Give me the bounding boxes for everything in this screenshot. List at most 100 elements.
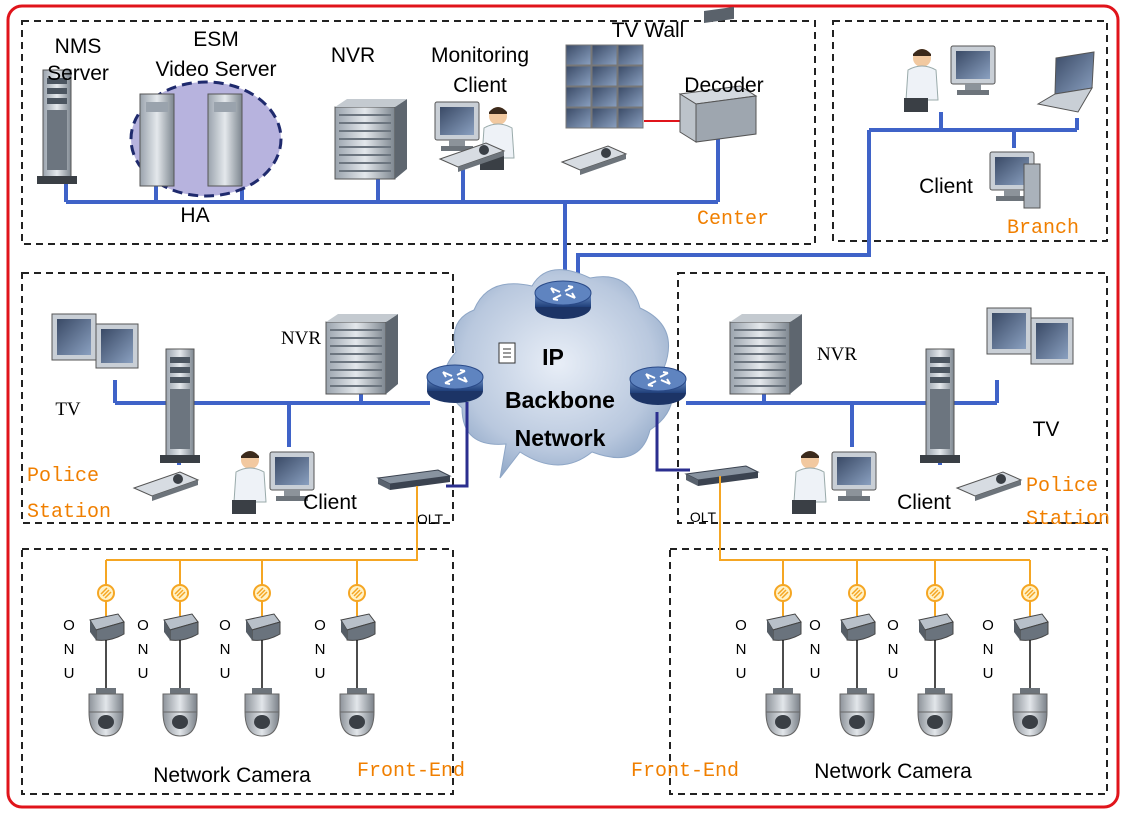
police-right-tv-label: TV [1033,418,1060,441]
onu-letter: U [810,665,821,682]
onu-device [918,613,954,641]
optical-splitter-icon [1021,584,1039,602]
monitoring-client [434,101,515,173]
onu-device [1013,613,1049,641]
police-right-nvr [729,313,803,395]
olt-left [377,469,451,491]
onu-camera-unit: ONU [219,584,281,737]
onu-letter: N [64,641,75,658]
optical-splitter-icon [171,584,189,602]
onu-letter: O [809,617,821,634]
onu-letter: N [810,641,821,658]
center-nvr [334,98,408,180]
decoder [678,6,758,143]
frontend-right-caption: Network Camera [814,760,972,783]
onu-camera-unit: ONU [735,584,802,737]
police-right-decoder [919,348,961,464]
onu-device [245,613,281,641]
network-camera-icon [88,687,124,737]
onu-letter: N [736,641,747,658]
frontend-right-fiber [719,476,1031,585]
branch-desktop [989,151,1041,209]
network-camera-icon [162,687,198,737]
optical-splitter-icon [848,584,866,602]
police-right-tv [986,307,1074,365]
onu-letter: U [736,665,747,682]
police-left-nvr [325,313,399,395]
onu-device [340,613,376,641]
onu-letter: U [888,665,899,682]
police-left-keyboard [133,471,199,502]
police-left-tv-label: TV [55,399,81,420]
olt-right-label: OLT [690,509,717,525]
onu-camera-unit: ONU [887,584,954,737]
frontend-left-zone-label: Front-End [357,760,465,783]
outer-border [6,4,1120,809]
onu-letter: U [220,665,231,682]
branch-client-label: Client [919,175,973,198]
police-right-client-label: Client [897,491,951,514]
onu-letter: O [735,617,747,634]
onu-letter: N [983,641,994,658]
onu-letter: N [315,641,326,658]
olt-right [685,465,759,487]
onu-device [766,613,802,641]
onu-letter: U [138,665,149,682]
network-camera-icon [765,687,801,737]
network-camera-icon [339,687,375,737]
tv-wall-label: TV Wall [612,19,685,42]
police-left-tv [51,313,139,369]
onu-camera-unit: ONU [63,584,125,737]
tv-wall [565,44,644,129]
onu-letter: O [137,617,149,634]
router-right [629,366,687,406]
onu-letter: N [138,641,149,658]
zone-center [21,20,816,245]
router-left [426,364,484,404]
branch-laptop [1036,51,1095,113]
network-camera-icon [244,687,280,737]
frontend-right-zone-label: Front-End [631,760,739,783]
onu-letter: O [982,617,994,634]
zone-police-right [677,272,1108,524]
decoder-label: Decoder [684,74,763,97]
frontend-left-caption: Network Camera [153,764,311,787]
branch-client-workstation [903,45,996,113]
onu-camera-unit: ONU [809,584,876,737]
optical-splitter-icon [348,584,366,602]
police-left-nvr-label: NVR [281,328,321,349]
optical-splitter-icon [774,584,792,602]
police-left-client [231,450,315,515]
onu-device [89,613,125,641]
center-zone-label: Center [697,208,769,231]
onu-camera-unit: ONU [137,584,199,737]
onu-letter: U [983,665,994,682]
onu-letter: O [63,617,75,634]
police-right-nvr-label: NVR [817,344,857,365]
optical-splitter-icon [97,584,115,602]
onu-letter: O [887,617,899,634]
tvwall-keyboard [561,145,627,176]
onu-letter: U [315,665,326,682]
optical-splitter-icon [253,584,271,602]
police-left-decoder [159,348,201,464]
onu-camera-unit: ONU [982,584,1049,737]
onu-device [163,613,199,641]
onu-device [840,613,876,641]
police-left-client-label: Client [303,491,357,514]
zone-branch [832,20,1108,242]
onu-camera-unit: ONU [314,584,376,737]
ha-label: HA [180,204,209,227]
onu-letter: N [888,641,899,658]
police-right-keyboard [956,471,1022,502]
